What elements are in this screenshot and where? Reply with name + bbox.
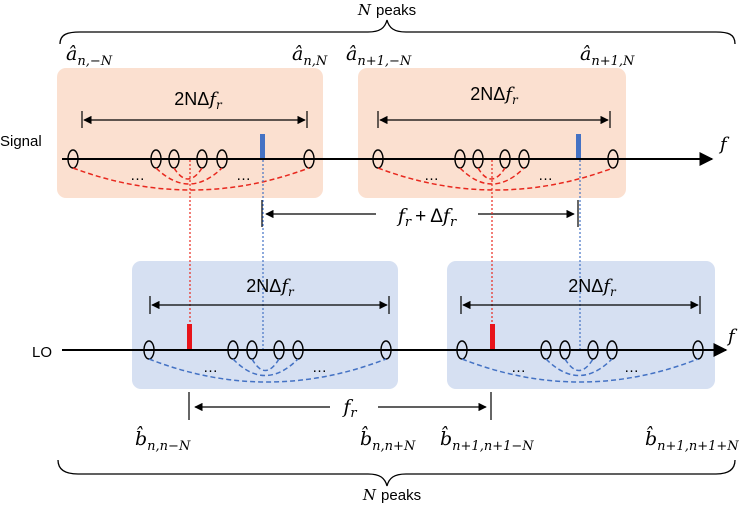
lo-row-label: LO bbox=[32, 344, 52, 361]
lo-box-2 bbox=[447, 261, 715, 389]
signal-ellipsis-4: … bbox=[538, 167, 553, 184]
signal-box-1 bbox=[57, 68, 323, 198]
lo-marker-2 bbox=[490, 324, 495, 349]
lo-arcs-1 bbox=[148, 358, 387, 383]
lo-axis-f-label: f bbox=[726, 326, 738, 347]
signal-ellipsis-2: … bbox=[236, 167, 251, 184]
label-b-n-n-plus-N: b̂n,n+N bbox=[360, 425, 416, 454]
signal-spacing-label: fr+Δfr bbox=[396, 205, 457, 230]
label-b-n1-n1-minus-N: b̂n+1,n+1−N bbox=[440, 425, 534, 454]
signal-marker-1 bbox=[260, 134, 265, 158]
signal-box-2 bbox=[358, 68, 626, 198]
lo-box-2-span-label: 2NΔfr bbox=[568, 276, 617, 299]
top-brace bbox=[59, 19, 736, 45]
lo-ellipsis-3: … bbox=[511, 359, 526, 376]
signal-box-2-span-label: 2NΔfr bbox=[470, 84, 519, 107]
label-a-n1-N: ân+1,N bbox=[580, 43, 635, 69]
lo-arcs-2 bbox=[461, 358, 699, 383]
lo-ellipsis-1: … bbox=[203, 359, 218, 376]
signal-ellipsis-3: … bbox=[424, 167, 439, 184]
bottom-brace bbox=[57, 459, 736, 487]
signal-box-1-span-label: 2NΔfr bbox=[174, 89, 223, 112]
label-b-n-n-minus-N: b̂n,n−N bbox=[135, 425, 191, 454]
signal-row-label: Signal bbox=[0, 133, 42, 150]
label-a-n-N: ân,N bbox=[292, 43, 328, 69]
lo-ellipsis-4: … bbox=[624, 359, 639, 376]
lo-spacing-label: fr bbox=[341, 396, 357, 421]
lo-box-1 bbox=[132, 261, 398, 389]
signal-arcs-1 bbox=[72, 167, 310, 191]
label-b-n1-n1-plus-N: b̂n+1,n+1+N bbox=[645, 425, 739, 454]
signal-marker-2 bbox=[576, 134, 581, 158]
signal-axis-f-label: f bbox=[718, 134, 730, 155]
lo-ellipsis-2: … bbox=[312, 359, 327, 376]
label-a-n-minus-N: ân,−N bbox=[66, 43, 113, 69]
label-a-n1-minus-N: ân+1,−N bbox=[346, 43, 412, 69]
lo-box-1-span-label: 2NΔfr bbox=[246, 276, 295, 299]
lo-marker-1 bbox=[187, 324, 192, 349]
signal-ellipsis-1: … bbox=[130, 167, 145, 184]
